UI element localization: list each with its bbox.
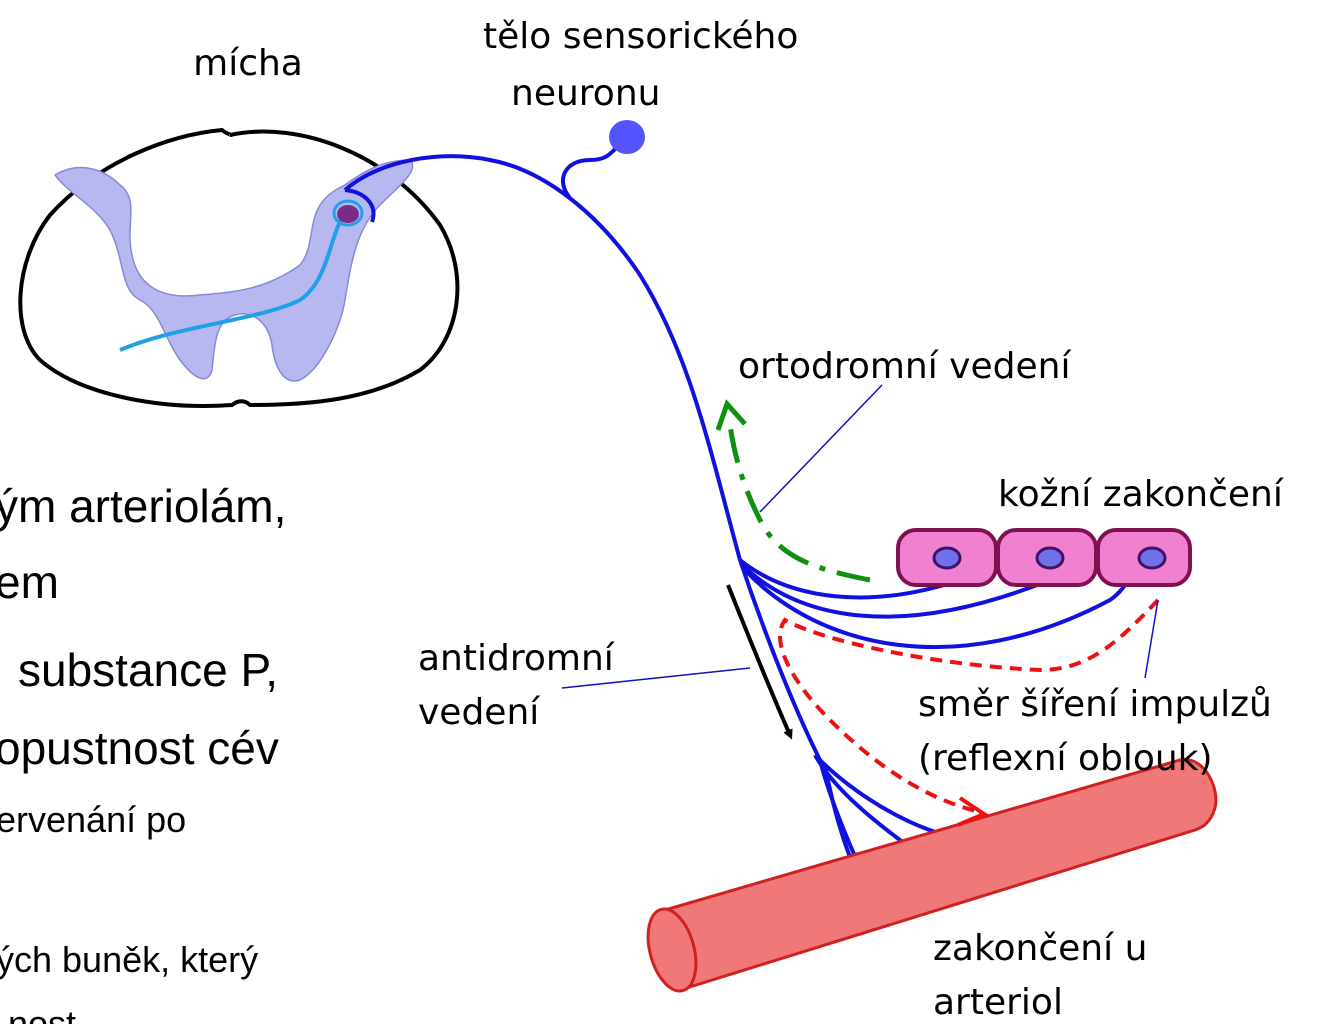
nucleus-icon	[934, 548, 960, 568]
spinal-cord	[20, 130, 457, 406]
body-text-line: ervenání po	[0, 799, 186, 840]
label-arteriole-line2: arteriol	[933, 982, 1063, 1023]
label-spinal-cord: mícha	[193, 43, 303, 84]
leader-impulse	[1145, 600, 1158, 678]
label-sensory-body-line1: tělo sensorického	[483, 16, 798, 57]
nucleus-icon	[1139, 548, 1165, 568]
nucleus-icon	[1037, 548, 1063, 568]
orthodromic-arrow	[718, 404, 870, 580]
label-antidromic-line1: antidromní	[418, 638, 615, 679]
body-text-line: substance P,	[18, 644, 278, 696]
label-arteriole-line1: zakončení u	[933, 928, 1147, 969]
synapse-icon	[337, 205, 359, 223]
body-text-line: nost	[8, 1003, 76, 1024]
label-skin-endings: kožní zakončení	[998, 474, 1284, 515]
body-text-line: ých buněk, který	[0, 939, 258, 980]
label-impulse-line2: (reflexní oblouk)	[918, 738, 1213, 779]
skin-cells	[898, 530, 1190, 585]
label-sensory-body-line2: neuronu	[511, 73, 660, 114]
label-antidromic-line2: vedení	[418, 692, 540, 733]
label-impulse-line1: směr šíření impulzů	[918, 684, 1272, 725]
label-orthodromic: ortodromní vedení	[738, 346, 1071, 387]
sensory-body-icon	[609, 120, 645, 154]
leader-orthodromic	[760, 385, 882, 512]
antidromic-arrow	[728, 585, 790, 735]
body-text-line: em	[0, 556, 59, 608]
body-text-line: ým arteriolám,	[0, 480, 286, 532]
body-text-line: opustnost cév	[0, 722, 279, 774]
orthodromic-path	[730, 425, 870, 580]
orthodromic-arrowhead	[718, 404, 745, 430]
